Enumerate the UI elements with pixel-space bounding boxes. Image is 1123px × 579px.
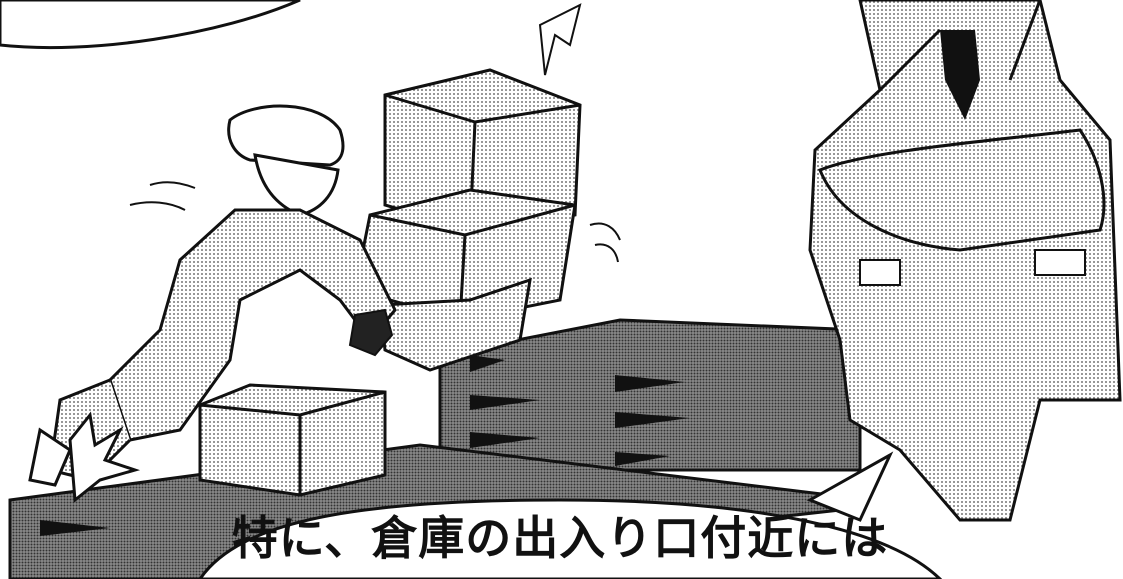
supervisor (808, 0, 1122, 522)
speech-bubble-top-edge (0, 0, 301, 50)
warehouse-worker (28, 104, 397, 503)
motion-lines (129, 3, 621, 263)
box-on-pallet (198, 383, 387, 497)
falling-boxes (353, 68, 582, 372)
pallet-stack (438, 318, 862, 472)
speech-bubble-tail (806, 451, 894, 522)
speech-bubble-text: 特に、倉庫の出入り口付近には (231, 511, 889, 565)
speech-bubble-text-container: 特に、倉庫の出入り口付近には (232, 500, 888, 570)
speech-bubble (198, 498, 943, 579)
